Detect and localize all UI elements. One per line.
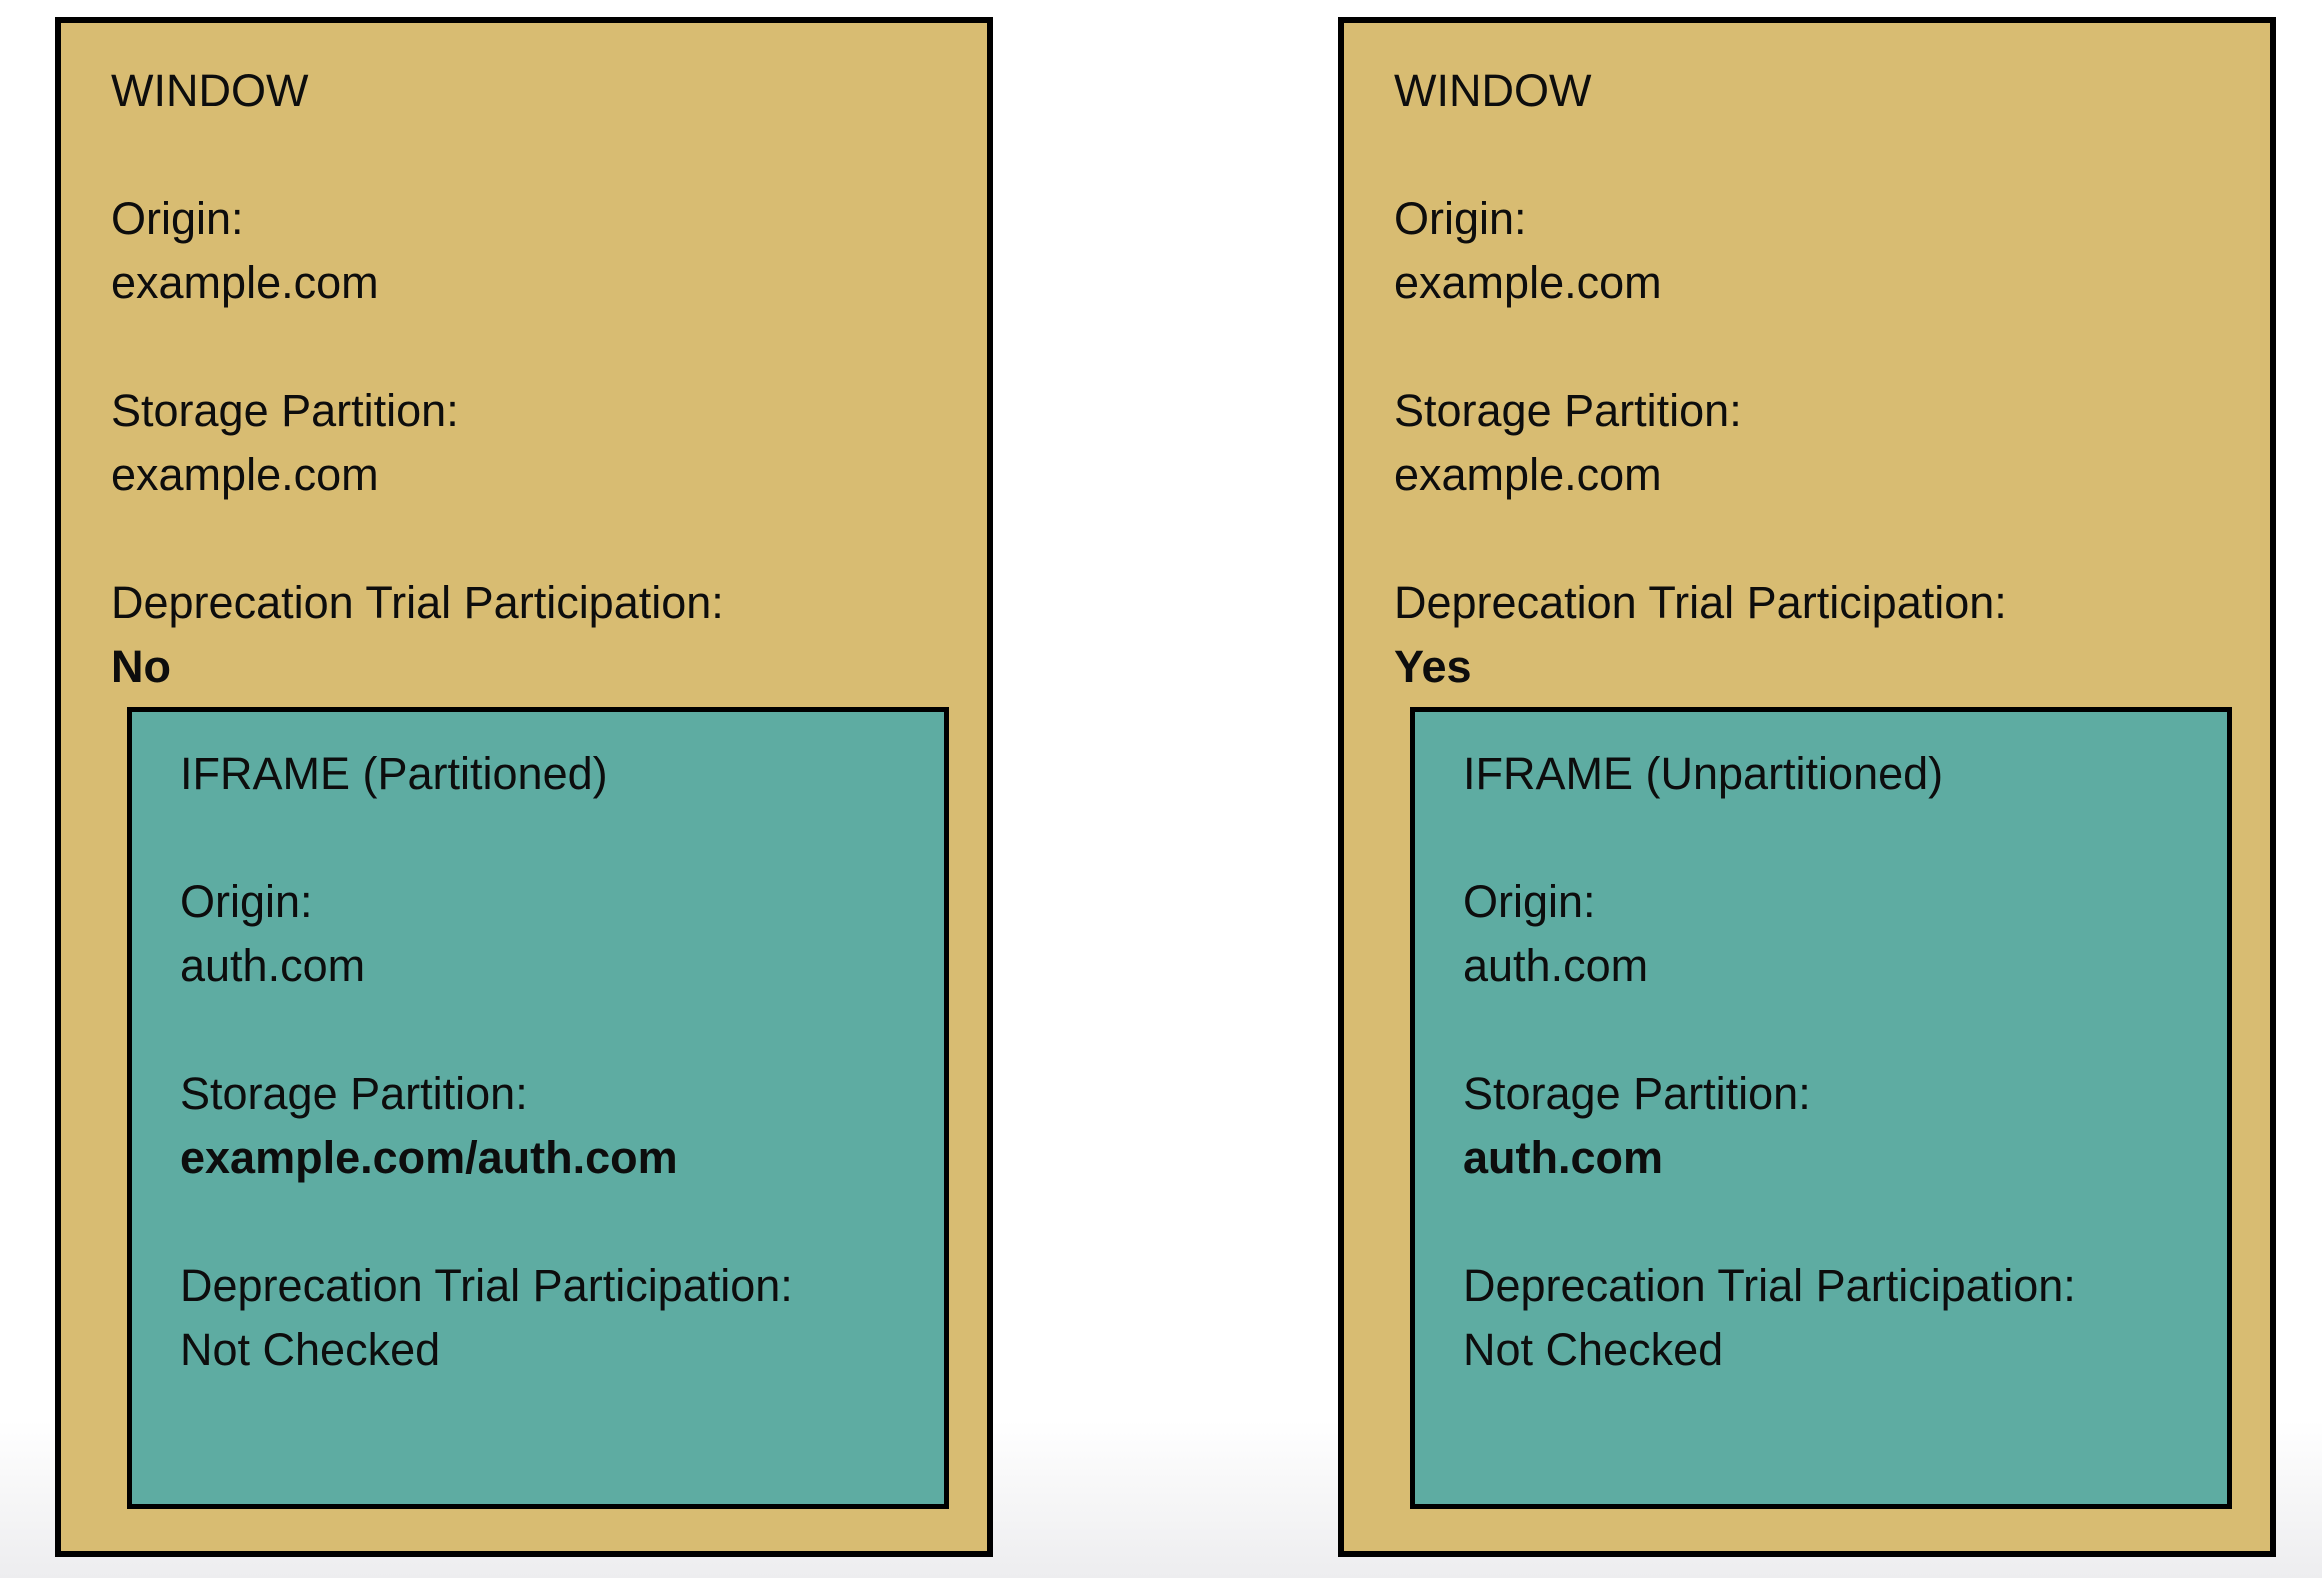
deprecation-trial-value: No — [111, 641, 171, 692]
origin-value: auth.com — [1463, 940, 1649, 991]
origin-label: Origin: — [1463, 876, 1596, 927]
deprecation-trial-label: Deprecation Trial Participation: — [1394, 577, 2007, 628]
storage-partition-label: Storage Partition: — [1394, 385, 1742, 436]
window-deprecation-trial-field: Deprecation Trial Participation: Yes — [1394, 571, 2226, 699]
window-deprecation-trial-field: Deprecation Trial Participation: No — [111, 571, 943, 699]
storage-partition-value: example.com — [1394, 449, 1662, 500]
window-storage-partition-field: Storage Partition: example.com — [1394, 379, 2226, 507]
origin-label: Origin: — [180, 876, 313, 927]
deprecation-trial-value: Not Checked — [1463, 1324, 1724, 1375]
deprecation-trial-value: Yes — [1394, 641, 1472, 692]
origin-value: example.com — [111, 257, 379, 308]
window-box-partitioned: WINDOW Origin: example.com Storage Parti… — [55, 17, 993, 1557]
storage-partition-label: Storage Partition: — [180, 1068, 528, 1119]
window-title: WINDOW — [111, 65, 309, 116]
iframe-storage-partition-field: Storage Partition: example.com/auth.com — [180, 1062, 914, 1190]
iframe-storage-partition-field: Storage Partition: auth.com — [1463, 1062, 2197, 1190]
origin-label: Origin: — [1394, 193, 1527, 244]
window-origin-field: Origin: example.com — [1394, 187, 2226, 315]
deprecation-trial-label: Deprecation Trial Participation: — [1463, 1260, 2076, 1311]
storage-partition-value: example.com/auth.com — [180, 1132, 678, 1183]
iframe-title: IFRAME (Partitioned) — [180, 748, 608, 799]
window-storage-partition-field: Storage Partition: example.com — [111, 379, 943, 507]
storage-partition-value: auth.com — [1463, 1132, 1664, 1183]
iframe-origin-field: Origin: auth.com — [1463, 870, 2197, 998]
deprecation-trial-value: Not Checked — [180, 1324, 441, 1375]
window-origin-field: Origin: example.com — [111, 187, 943, 315]
deprecation-trial-label: Deprecation Trial Participation: — [111, 577, 724, 628]
storage-partition-value: example.com — [111, 449, 379, 500]
window-title: WINDOW — [1394, 65, 1592, 116]
iframe-box-partitioned: IFRAME (Partitioned) Origin: auth.com St… — [127, 707, 949, 1509]
storage-partition-label: Storage Partition: — [111, 385, 459, 436]
origin-value: example.com — [1394, 257, 1662, 308]
window-box-unpartitioned: WINDOW Origin: example.com Storage Parti… — [1338, 17, 2276, 1557]
iframe-origin-field: Origin: auth.com — [180, 870, 914, 998]
origin-label: Origin: — [111, 193, 244, 244]
iframe-deprecation-trial-field: Deprecation Trial Participation: Not Che… — [180, 1254, 914, 1382]
iframe-box-unpartitioned: IFRAME (Unpartitioned) Origin: auth.com … — [1410, 707, 2232, 1509]
iframe-deprecation-trial-field: Deprecation Trial Participation: Not Che… — [1463, 1254, 2197, 1382]
storage-partition-label: Storage Partition: — [1463, 1068, 1811, 1119]
deprecation-trial-label: Deprecation Trial Participation: — [180, 1260, 793, 1311]
iframe-title: IFRAME (Unpartitioned) — [1463, 748, 1944, 799]
origin-value: auth.com — [180, 940, 366, 991]
